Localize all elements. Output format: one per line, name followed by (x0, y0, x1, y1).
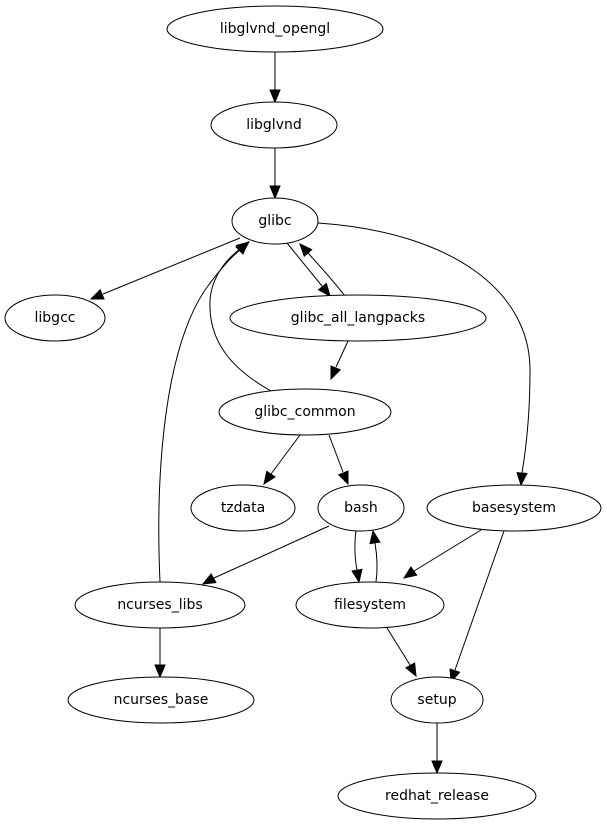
node-label: libglvnd (246, 117, 302, 133)
node-label: bash (344, 500, 378, 516)
arrowhead-icon (431, 760, 443, 775)
node-shape (390, 676, 484, 724)
edge-libglvnd-opengl-to-libglvnd (269, 52, 281, 104)
edge-line (270, 434, 301, 475)
edge-glibc-to-basesystem (317, 222, 531, 487)
edge-bash-to-ncurses-libs (201, 525, 330, 585)
node-label: setup (417, 692, 456, 708)
arrowhead-icon (516, 472, 528, 487)
edge-ncurses-libs-to-glibc (158, 241, 249, 583)
node-label: redhat_release (385, 788, 489, 804)
nodes-layer: libglvnd_opengl libglvnd glibc libgcc glibc_… (4, 5, 602, 820)
edge-ncurses-libs-to-ncurses-base (154, 628, 166, 679)
edge-line (328, 434, 344, 473)
node-label: filesystem (334, 597, 406, 613)
node-redhat-release[interactable]: redhat_release (337, 772, 537, 820)
node-libglvnd-opengl[interactable]: libglvnd_opengl (166, 5, 384, 53)
edge-line (335, 340, 349, 368)
node-shape (295, 581, 445, 629)
edge-line (102, 237, 241, 295)
node-setup[interactable]: setup (390, 676, 484, 724)
edge-filesystem-to-setup (386, 627, 417, 678)
node-shape (166, 5, 384, 53)
node-filesystem[interactable]: filesystem (295, 581, 445, 629)
edges-layer (89, 52, 531, 775)
edge-basesystem-to-setup (449, 530, 505, 684)
arrowhead-icon (269, 89, 281, 104)
edge-glibc-to-libgcc (89, 237, 241, 300)
edge-line (317, 222, 531, 474)
node-label: glibc_common (254, 404, 355, 420)
arrowhead-icon (330, 365, 342, 381)
node-glibc[interactable]: glibc (231, 197, 319, 245)
edge-line (209, 248, 272, 392)
edge-glibc-to-glibc-all-langpacks (286, 242, 331, 298)
arrowhead-icon (337, 470, 349, 486)
edge-line (386, 627, 411, 666)
node-label: libgcc (35, 310, 76, 326)
edge-filesystem-to-bash (369, 529, 381, 583)
node-label: basesystem (472, 500, 556, 516)
edge-glibc-all-langpacks-to-glibc (299, 243, 346, 297)
node-glibc-all-langpacks[interactable]: glibc_all_langpacks (229, 294, 487, 342)
arrowhead-icon (299, 243, 313, 258)
edge-line (454, 530, 505, 671)
node-shape (74, 581, 246, 629)
arrowhead-icon (89, 288, 105, 300)
edge-line (213, 525, 330, 579)
edge-line (307, 252, 346, 297)
node-shape (317, 484, 405, 532)
node-ncurses-libs[interactable]: ncurses_libs (74, 581, 246, 629)
edge-line (374, 542, 378, 583)
node-tzdata[interactable]: tzdata (190, 484, 296, 532)
arrowhead-icon (263, 470, 276, 486)
node-shape (218, 388, 392, 436)
node-label: ncurses_base (114, 692, 209, 708)
node-shape (210, 101, 338, 149)
node-glibc-common[interactable]: glibc_common (218, 388, 392, 436)
node-libgcc[interactable]: libgcc (4, 294, 106, 342)
node-shape (231, 197, 319, 245)
arrowhead-icon (402, 566, 418, 579)
node-shape (4, 294, 106, 342)
edge-bash-to-filesystem (351, 530, 363, 584)
node-shape (229, 294, 487, 342)
arrowhead-icon (369, 529, 381, 545)
node-label: ncurses_libs (117, 597, 202, 613)
arrowhead-icon (269, 185, 281, 200)
node-shape (337, 772, 537, 820)
arrowhead-icon (317, 282, 331, 298)
arrowhead-icon (235, 241, 249, 255)
node-ncurses-base[interactable]: ncurses_base (67, 676, 255, 724)
node-label: glibc_all_langpacks (291, 310, 425, 326)
edge-line (158, 249, 241, 583)
node-shape (426, 484, 602, 532)
arrowhead-icon (201, 572, 217, 585)
node-label: glibc (258, 213, 291, 229)
edge-basesystem-to-filesystem (402, 529, 482, 579)
edge-glibc-common-to-tzdata (263, 434, 301, 486)
edge-line (413, 529, 482, 572)
edge-libglvnd-to-glibc (269, 148, 281, 200)
edge-glibc-common-to-bash (328, 434, 349, 486)
node-label: tzdata (221, 500, 265, 516)
arrowhead-icon (351, 568, 363, 584)
node-shape (190, 484, 296, 532)
edge-line (354, 530, 358, 571)
edge-line (286, 242, 323, 287)
node-label: libglvnd_opengl (220, 21, 330, 37)
edge-glibc-all-langpacks-to-glibc-common (330, 340, 349, 381)
node-libglvnd[interactable]: libglvnd (210, 101, 338, 149)
node-shape (67, 676, 255, 724)
node-basesystem[interactable]: basesystem (426, 484, 602, 532)
arrowhead-icon (154, 664, 166, 679)
edge-setup-to-redhat-release (431, 723, 443, 775)
node-bash[interactable]: bash (317, 484, 405, 532)
arrowhead-icon (404, 662, 417, 678)
